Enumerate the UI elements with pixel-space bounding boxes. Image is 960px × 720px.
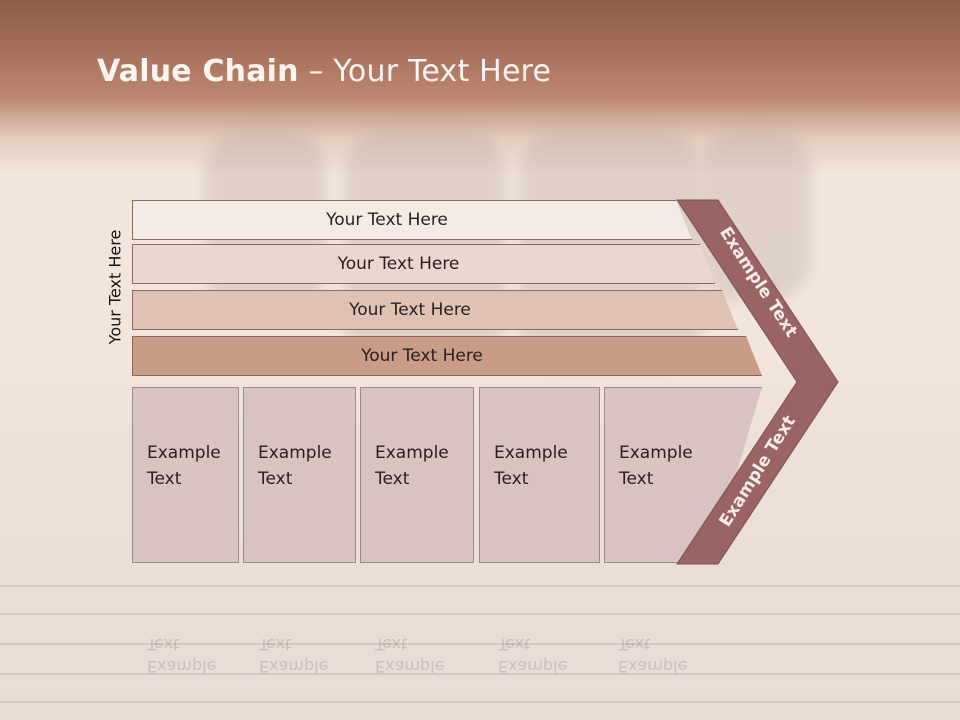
- activity-box-3: Example Text: [360, 387, 474, 563]
- band-1-label: Your Text Here: [326, 210, 448, 230]
- activity-box-5-line1: Example: [619, 443, 693, 463]
- band-4-label: Your Text Here: [361, 346, 483, 366]
- slide-title-rest: – Your Text Here: [298, 54, 552, 89]
- activity-box-2-line2: Text: [258, 469, 293, 489]
- activity-box-1-line1: Example: [147, 443, 221, 463]
- activity-box-4: Example Text: [479, 387, 600, 563]
- activity-box-5-line2: Text: [619, 469, 654, 489]
- header-banner: [0, 0, 960, 175]
- band-3: Your Text Here: [132, 290, 738, 330]
- activity-box-2-line1: Example: [258, 443, 332, 463]
- activity-box-3-line1: Example: [375, 443, 449, 463]
- wave-line: [0, 673, 960, 675]
- wave-line: [0, 701, 960, 703]
- wave-line: [0, 585, 960, 587]
- band-3-label: Your Text Here: [349, 300, 471, 320]
- chevron-shape: [676, 199, 839, 565]
- activity-box-1-line2: Text: [147, 469, 182, 489]
- band-2-label: Your Text Here: [337, 254, 460, 274]
- activity-box-2: Example Text: [243, 387, 356, 563]
- activity-box-4-line1: Example: [494, 443, 568, 463]
- activity-box-1: Example Text: [132, 387, 239, 563]
- band-1: Your Text Here: [132, 200, 692, 240]
- slide-title-bold: Value Chain: [97, 54, 299, 89]
- activity-box-4-line2: Text: [494, 469, 529, 489]
- band-4: Your Text Here: [132, 336, 762, 376]
- slide-title: Value Chain – Your Text Here: [97, 54, 551, 89]
- chevron-lower-label: Example Text: [716, 412, 800, 530]
- wave-line: [0, 643, 960, 645]
- wave-line: [0, 613, 960, 615]
- band-2: Your Text Here: [132, 244, 715, 284]
- activity-box-3-line2: Text: [375, 469, 410, 489]
